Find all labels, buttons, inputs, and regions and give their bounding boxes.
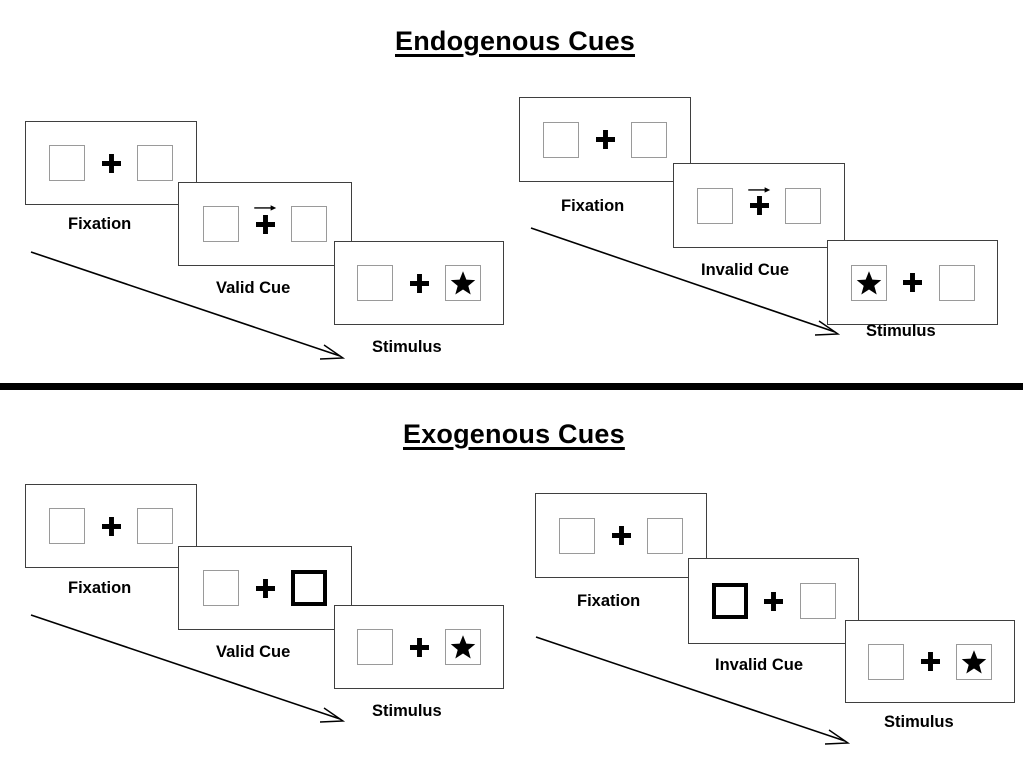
section-title-endogenous: Endogenous Cues (395, 26, 636, 56)
panel-exogenous-valid-stimulus (334, 605, 504, 689)
fixation-area (608, 518, 634, 554)
panel-exogenous-invalid-fixation (535, 493, 707, 578)
fixation-area (252, 570, 278, 606)
left-box (543, 121, 579, 158)
left-box-cued (711, 583, 748, 619)
panel-exogenous-invalid-cue (688, 558, 859, 644)
star-icon (856, 270, 882, 296)
star-icon (450, 634, 476, 660)
left-box (868, 643, 904, 680)
left-box (203, 206, 239, 242)
panel-endogenous-invalid-stimulus (827, 240, 998, 325)
right-box (799, 583, 836, 619)
fixation-cross-icon (409, 273, 429, 293)
right-box (938, 264, 975, 301)
fixation-area (406, 629, 432, 665)
left-box (559, 517, 595, 554)
panel-label-stimulus: Stimulus (372, 338, 442, 356)
right-box (445, 629, 481, 665)
star-icon (450, 270, 476, 296)
panel-content (335, 242, 503, 324)
fixation-cross-icon (101, 516, 121, 536)
fixation-cross-icon (255, 578, 275, 598)
panel-content (179, 183, 351, 265)
fixation-cross-icon (595, 130, 615, 149)
fixation-area (98, 508, 124, 544)
left-box (357, 265, 393, 301)
fixation-area (917, 644, 943, 680)
panel-content (179, 547, 351, 629)
star-icon (961, 649, 987, 675)
panel-content (520, 98, 690, 181)
fixation-area (98, 145, 124, 181)
panel-label-fixation: Fixation (577, 592, 641, 610)
panel-exogenous-invalid-stimulus (845, 620, 1015, 703)
right-box-cued (291, 570, 327, 606)
panel-label-stimulus: Stimulus (372, 702, 442, 720)
panel-exogenous-valid-cue (178, 546, 352, 630)
fixation-cross-icon (903, 273, 922, 292)
panel-label-stimulus: Stimulus (884, 713, 954, 731)
fixation-area (746, 186, 772, 224)
right-box (137, 508, 173, 544)
panel-endogenous-valid-fixation (25, 121, 197, 205)
panel-content (536, 494, 706, 577)
panel-label-stimulus: Stimulus (866, 322, 936, 340)
left-box (49, 145, 85, 181)
left-box (697, 187, 733, 224)
right-box (785, 187, 821, 224)
left-box (203, 570, 239, 606)
right-box (137, 145, 173, 181)
fixation-cross-icon (764, 591, 783, 611)
fixation-cross-icon (749, 196, 769, 215)
panel-endogenous-invalid-fixation (519, 97, 691, 182)
panel-endogenous-valid-cue (178, 182, 352, 266)
panel-content (689, 559, 858, 643)
right-box (291, 206, 327, 242)
panel-content (26, 122, 196, 204)
cue-arrow-right-icon (254, 204, 278, 213)
panel-label-valid-cue: Valid Cue (216, 643, 291, 661)
panel-label-fixation: Fixation (561, 197, 625, 215)
fixation-cross-icon (101, 153, 121, 173)
fixation-cross-icon (255, 214, 275, 234)
panel-content (26, 485, 196, 567)
right-box (956, 643, 992, 680)
section-title-exogenous: Exogenous Cues (403, 419, 625, 449)
right-box (647, 517, 683, 554)
panel-exogenous-valid-fixation (25, 484, 197, 568)
section-divider (0, 383, 1023, 390)
panel-endogenous-valid-stimulus (334, 241, 504, 325)
fixation-area (761, 583, 787, 619)
fixation-cross-icon (611, 526, 631, 545)
panel-label-fixation: Fixation (68, 215, 132, 233)
right-box (445, 265, 481, 301)
panel-content (674, 164, 844, 247)
left-box (357, 629, 393, 665)
panel-label-invalid-cue: Invalid Cue (715, 656, 804, 674)
panel-label-invalid-cue: Invalid Cue (701, 261, 790, 279)
fixation-area (406, 265, 432, 301)
fixation-cross-icon (409, 637, 429, 657)
time-progression-arrow-exogenous-invalid (530, 631, 860, 756)
cue-arrow-right-icon (748, 186, 772, 195)
panel-content (846, 621, 1014, 702)
panel-label-valid-cue: Valid Cue (216, 279, 291, 297)
right-box (631, 121, 667, 158)
fixation-cross-icon (920, 652, 940, 671)
fixation-area (252, 204, 278, 242)
left-box (850, 264, 887, 301)
fixation-area (592, 122, 618, 158)
panel-label-fixation: Fixation (68, 579, 132, 597)
panel-content (335, 606, 503, 688)
left-box (49, 508, 85, 544)
panel-endogenous-invalid-cue (673, 163, 845, 248)
fixation-area (900, 265, 926, 301)
panel-content (828, 241, 997, 324)
